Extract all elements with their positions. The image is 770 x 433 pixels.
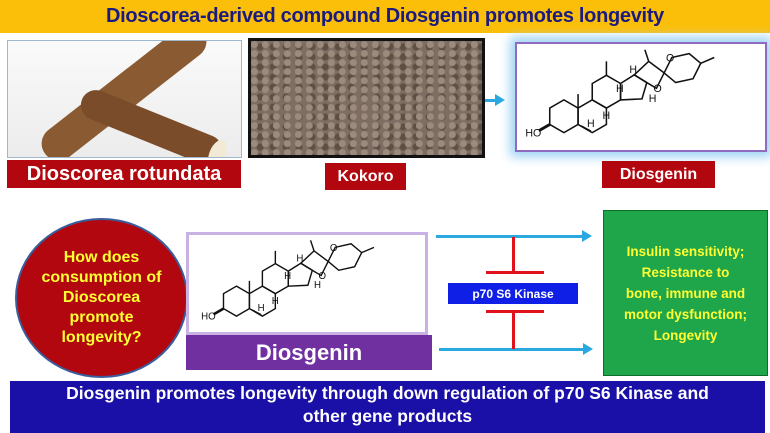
plant-label: Dioscorea rotundata: [7, 160, 241, 188]
kokoro-photo: [248, 38, 485, 158]
kokoro-label: Kokoro: [325, 163, 406, 190]
compound-box-label: Diosgenin: [186, 335, 432, 370]
conclusion-banner: Diosgenin promotes longevity through dow…: [10, 381, 765, 433]
inhibit-bar-bottom: [486, 310, 544, 313]
outcome-item: motor dysfunction;: [624, 306, 747, 322]
inhibit-line-bottom: [512, 312, 515, 349]
dioscorea-photo: [7, 40, 242, 158]
outcome-item: bone, immune and: [625, 285, 746, 301]
conclusion-text: Diosgenin promotes longevity through dow…: [66, 383, 709, 426]
inhibit-line-top: [512, 237, 515, 272]
outcome-item: Longevity: [653, 327, 718, 343]
arrow-right: [485, 94, 505, 106]
title-banner: Dioscorea-derived compound Diosgenin pro…: [0, 0, 770, 33]
target-label: p70 S6 Kinase: [448, 283, 578, 304]
diosgenin-structure: [515, 42, 767, 152]
outcome-item: Insulin sensitivity;: [626, 243, 745, 259]
outcome-item: Resistance to: [641, 264, 730, 280]
arrow-bottom: [439, 343, 593, 355]
question-bubble: How does consumption of Dioscorea promot…: [15, 218, 188, 378]
diosgenin-structure-2: [186, 232, 428, 335]
yam-illustration: [41, 41, 227, 157]
compound-label: Diosgenin: [602, 161, 715, 188]
outcomes-box: Insulin sensitivity; Resistance to bone,…: [603, 210, 768, 376]
arrow-top: [436, 230, 592, 242]
question-text: How does consumption of Dioscorea promot…: [41, 249, 162, 346]
inhibit-bar-top: [486, 271, 544, 274]
